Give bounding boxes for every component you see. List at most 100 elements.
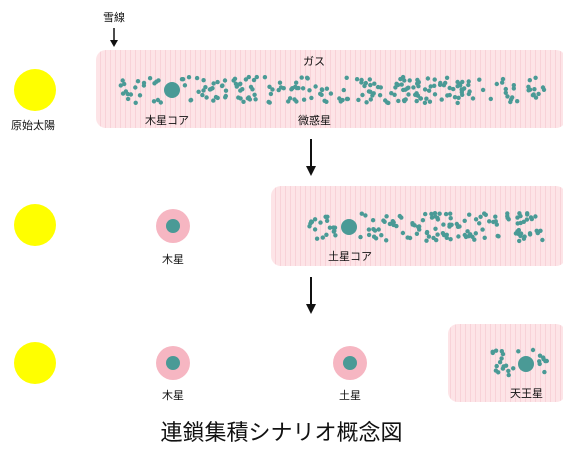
planetesimal-dot	[435, 232, 440, 237]
planetesimal-dot	[398, 76, 403, 82]
planetesimal-dot	[467, 89, 472, 94]
planetesimal-dot	[477, 77, 482, 82]
planetesimal-dot	[518, 213, 523, 219]
planetesimal-dot	[241, 99, 246, 105]
planetesimal-dot	[441, 83, 447, 88]
planetesimal-dot	[307, 224, 312, 229]
planetesimal-dot	[331, 225, 336, 230]
planetesimal-dot	[392, 92, 397, 98]
planetesimal-dot	[494, 363, 499, 369]
planetesimal-dot	[118, 83, 124, 88]
planetesimal-dot	[527, 232, 533, 237]
planetesimal-dot	[219, 83, 225, 89]
planetesimal-dot	[268, 91, 274, 97]
planetesimal-dot	[270, 87, 275, 92]
planetesimal-dot	[367, 77, 372, 82]
planetesimal-dot	[432, 77, 437, 82]
jupiter-core-stage-3	[166, 356, 180, 370]
planetesimal-dot	[537, 353, 543, 358]
sun-icon-stage-3	[14, 342, 56, 384]
planetesimal-dot	[215, 79, 220, 85]
planetesimal-dot	[506, 372, 511, 378]
planetesimal-dot	[522, 234, 527, 239]
planetesimal-dot	[309, 95, 314, 101]
planetesimal-dot	[473, 231, 478, 236]
planetesimal-dot	[462, 232, 467, 238]
planetesimal-dot	[432, 92, 438, 97]
planetesimal-dot	[468, 232, 473, 237]
planetesimal-dot	[414, 98, 419, 104]
snowline-arrowhead-icon	[110, 40, 118, 47]
planetesimal-dot	[500, 76, 506, 82]
figure-caption: 連鎖集積シナリオ概念図	[160, 421, 403, 446]
planetesimal-dot	[304, 75, 310, 81]
planetesimal-dot	[452, 95, 458, 100]
planetesimal-dot	[496, 234, 501, 239]
planetesimal-dot	[503, 90, 508, 96]
planetesimal-dot	[500, 366, 506, 371]
planetesimal-dot	[526, 88, 531, 93]
planetesimal-swarm	[118, 74, 549, 378]
planetesimal-dot	[487, 219, 492, 224]
planetesimal-dot	[417, 227, 422, 232]
planetesimal-dot	[203, 85, 208, 90]
planetesimal-dot	[473, 217, 479, 222]
planetesimal-dot	[324, 218, 330, 223]
planetesimal-dot	[527, 78, 532, 83]
planetesimal-dot	[327, 225, 333, 230]
planetesimal-dot	[299, 75, 304, 80]
planetesimal-dot	[333, 233, 338, 238]
planetesimal-dot	[287, 96, 293, 101]
planetesimal-dot	[360, 92, 365, 98]
snowline-label: 雪線	[103, 11, 125, 24]
planetesimal-dot	[250, 87, 255, 92]
planetesimal-dot	[179, 77, 185, 82]
planetesimal-dot	[493, 219, 498, 224]
planetesimal-dot	[431, 235, 436, 241]
planetesimal-dot	[313, 84, 318, 89]
planetesimal-dot	[533, 75, 538, 81]
planetesimal-dot	[455, 84, 460, 89]
planetesimal-dot	[344, 75, 349, 81]
planetesimal-dot	[252, 92, 257, 98]
planetesimal-dot	[542, 369, 547, 375]
planetesimal-dot	[429, 211, 434, 217]
planetesimal-dot	[531, 92, 536, 97]
planetesimal-dot	[381, 218, 386, 223]
planetesimal-dot	[262, 75, 268, 80]
planetesimal-dot	[393, 85, 398, 90]
planetesimal-dot	[470, 96, 476, 101]
planetesimal-dot	[399, 82, 404, 87]
planetesimal-dot	[529, 216, 534, 222]
planetesimal-dot	[448, 237, 453, 242]
planetesimal-dot	[384, 214, 389, 219]
planetesimal-dot	[447, 224, 452, 229]
planetesimal-dot	[377, 93, 383, 98]
planetesimal-dot	[324, 86, 330, 91]
planetesimal-dot	[451, 86, 456, 92]
planetesimal-dot	[477, 221, 482, 226]
planetesimal-dot	[371, 227, 376, 232]
planetesimal-dot	[493, 214, 498, 219]
jupiter-label-stage-3: 木星	[162, 389, 184, 402]
planetesimal-dot	[530, 347, 536, 353]
planetesimal-dot	[135, 79, 141, 84]
planetesimal-dot	[433, 214, 438, 219]
planetesimal-dot	[426, 234, 432, 239]
planetesimal-dot	[414, 231, 420, 236]
planetesimal-dot	[396, 98, 401, 104]
planetesimal-dot	[444, 232, 449, 237]
planetesimal-dot	[201, 78, 206, 83]
planetesimal-dot	[511, 366, 516, 371]
planetesimal-dot	[448, 211, 453, 216]
planetesimal-dot	[188, 98, 193, 103]
planetesimal-dot	[439, 97, 444, 102]
planetesimal-dot	[460, 79, 465, 85]
planetesimal-dot	[410, 221, 415, 226]
planetesimal-dot	[441, 222, 446, 227]
saturn-core-stage-2	[341, 219, 357, 235]
planetesimal-dot	[415, 93, 421, 98]
planetesimal-dot	[362, 83, 367, 89]
planetesimal-dot	[292, 97, 297, 102]
planetesimal-dot	[238, 96, 243, 101]
